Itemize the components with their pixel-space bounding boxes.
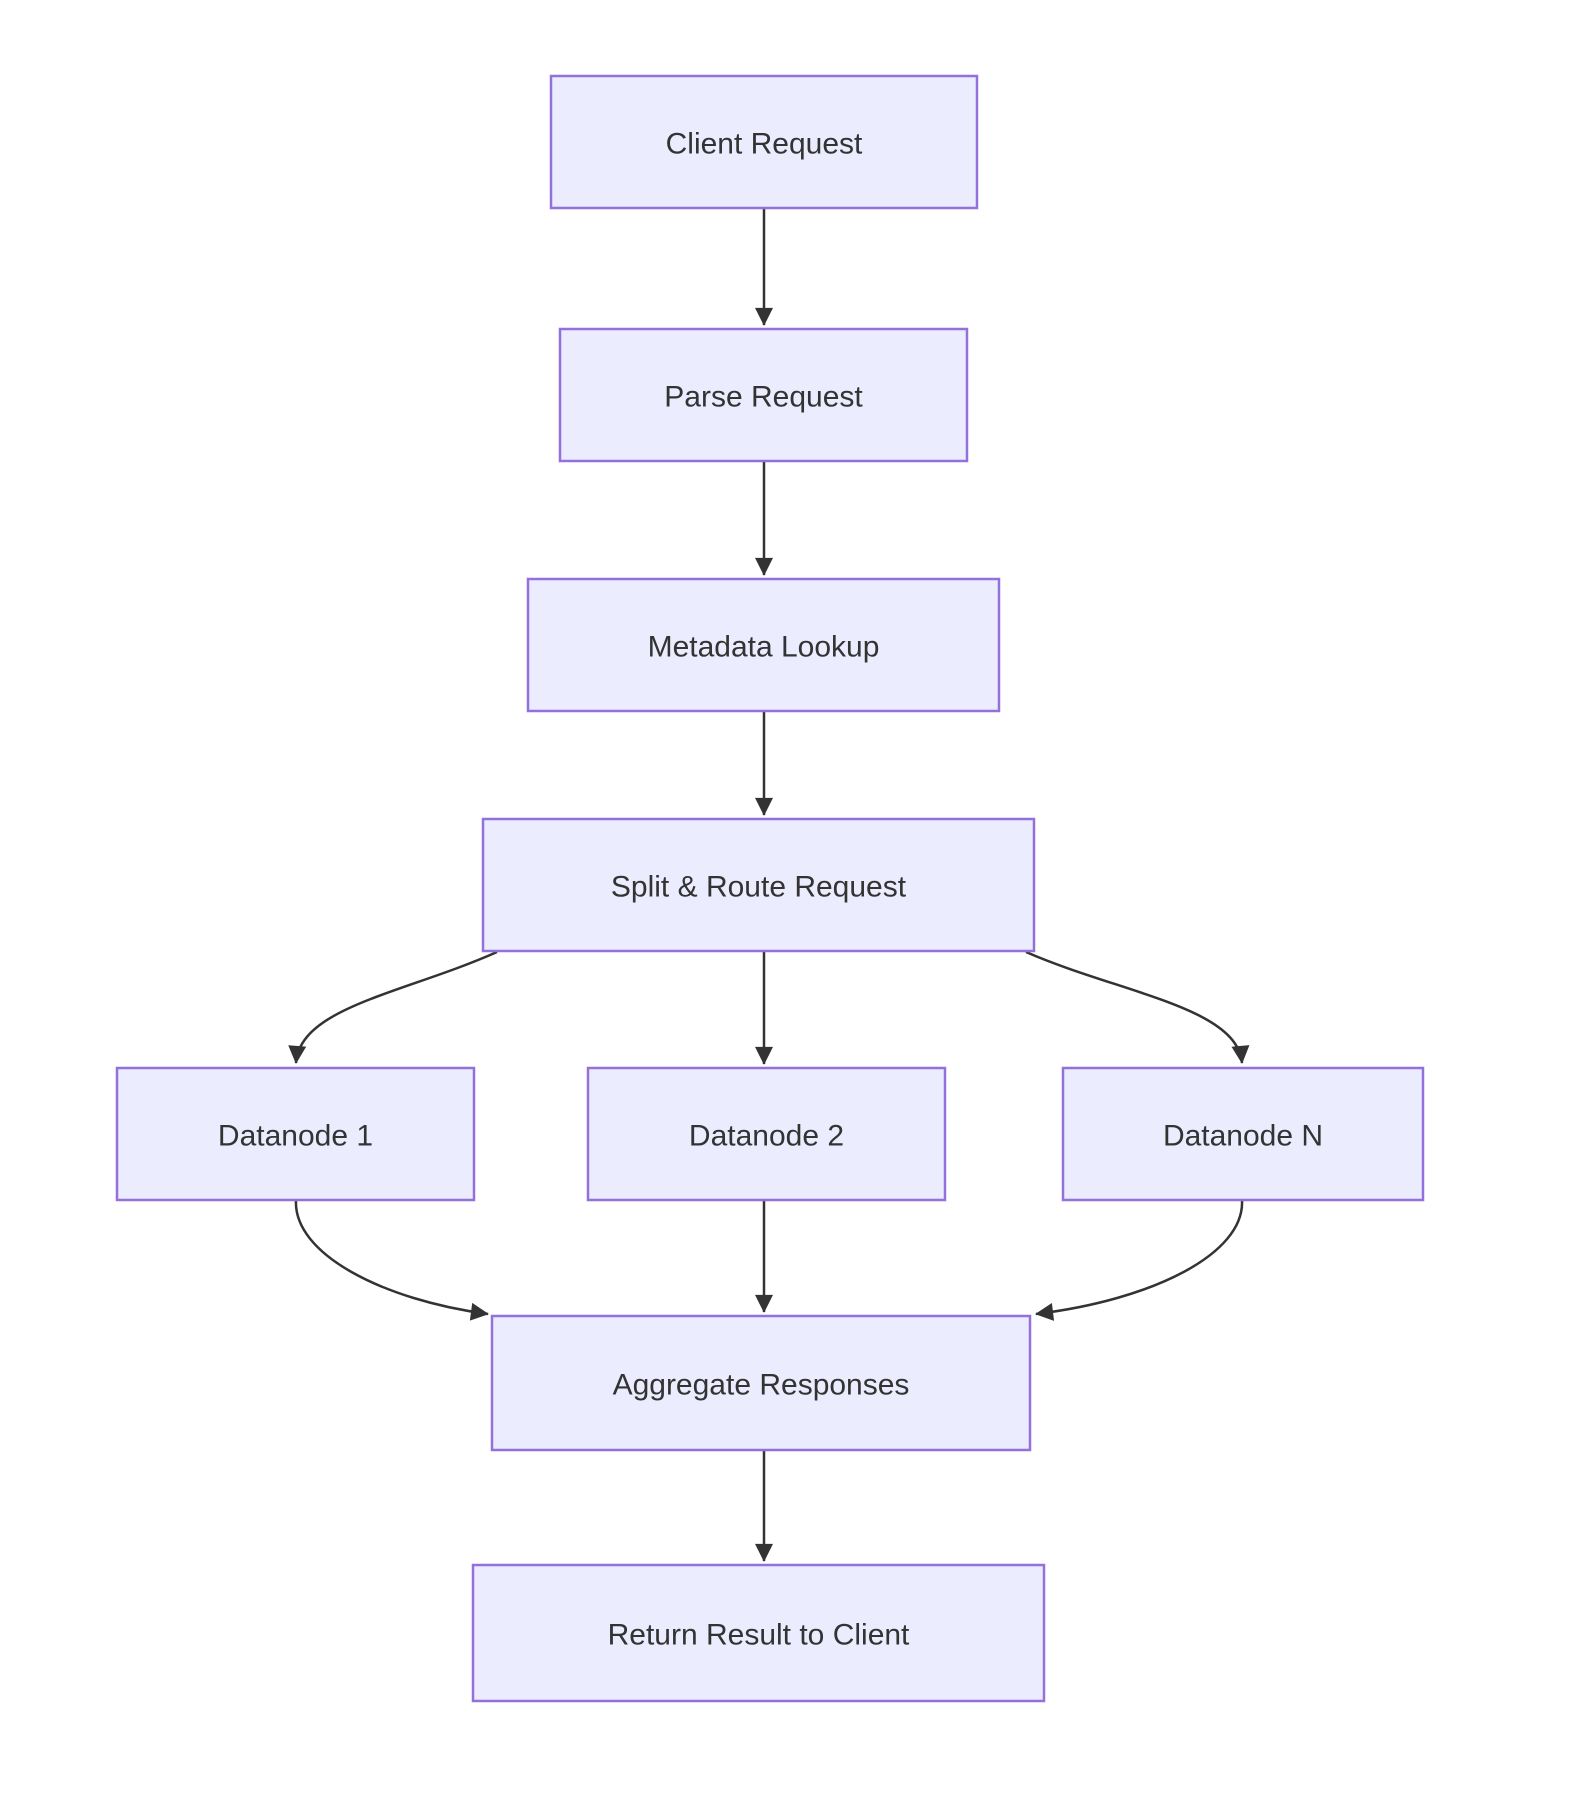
node-box-metadata-lookup <box>526 577 1001 713</box>
edge-datanode-n-to-aggregate <box>1035 1199 1244 1321</box>
node-metadata-lookup: Metadata Lookup <box>526 577 1001 713</box>
node-label-datanode-1: Datanode 1 <box>218 1120 373 1153</box>
node-label-client-request: Client Request <box>666 128 863 161</box>
node-box-return-result <box>471 1563 1046 1703</box>
node-datanode-2: Datanode 2 <box>586 1066 947 1202</box>
node-datanode-1: Datanode 1 <box>115 1066 476 1202</box>
node-aggregate: Aggregate Responses <box>490 1314 1032 1452</box>
node-box-parse-request <box>558 327 969 463</box>
node-box-aggregate <box>490 1314 1032 1452</box>
node-label-split-route: Split & Route Request <box>611 871 907 904</box>
node-return-result: Return Result to Client <box>471 1563 1046 1703</box>
edges-layer <box>288 208 1250 1562</box>
node-box-datanode-n <box>1061 1066 1425 1202</box>
node-box-datanode-1 <box>115 1066 476 1202</box>
node-label-metadata-lookup: Metadata Lookup <box>648 631 880 664</box>
node-parse-request: Parse Request <box>558 327 969 463</box>
node-datanode-n: Datanode N <box>1061 1066 1425 1202</box>
node-box-split-route <box>481 817 1036 953</box>
node-label-datanode-2: Datanode 2 <box>689 1120 844 1153</box>
edge-split-route-to-datanode-n <box>1025 950 1250 1064</box>
node-box-datanode-2 <box>586 1066 947 1202</box>
node-label-parse-request: Parse Request <box>664 381 863 414</box>
edge-datanode-1-to-aggregate <box>294 1199 489 1321</box>
edge-split-route-to-datanode-1 <box>288 950 498 1064</box>
node-box-client-request <box>549 74 979 210</box>
node-client-request: Client Request <box>549 74 979 210</box>
node-label-aggregate: Aggregate Responses <box>613 1369 910 1402</box>
node-label-return-result: Return Result to Client <box>608 1619 910 1652</box>
node-label-datanode-n: Datanode N <box>1163 1120 1323 1153</box>
node-split-route: Split & Route Request <box>481 817 1036 953</box>
